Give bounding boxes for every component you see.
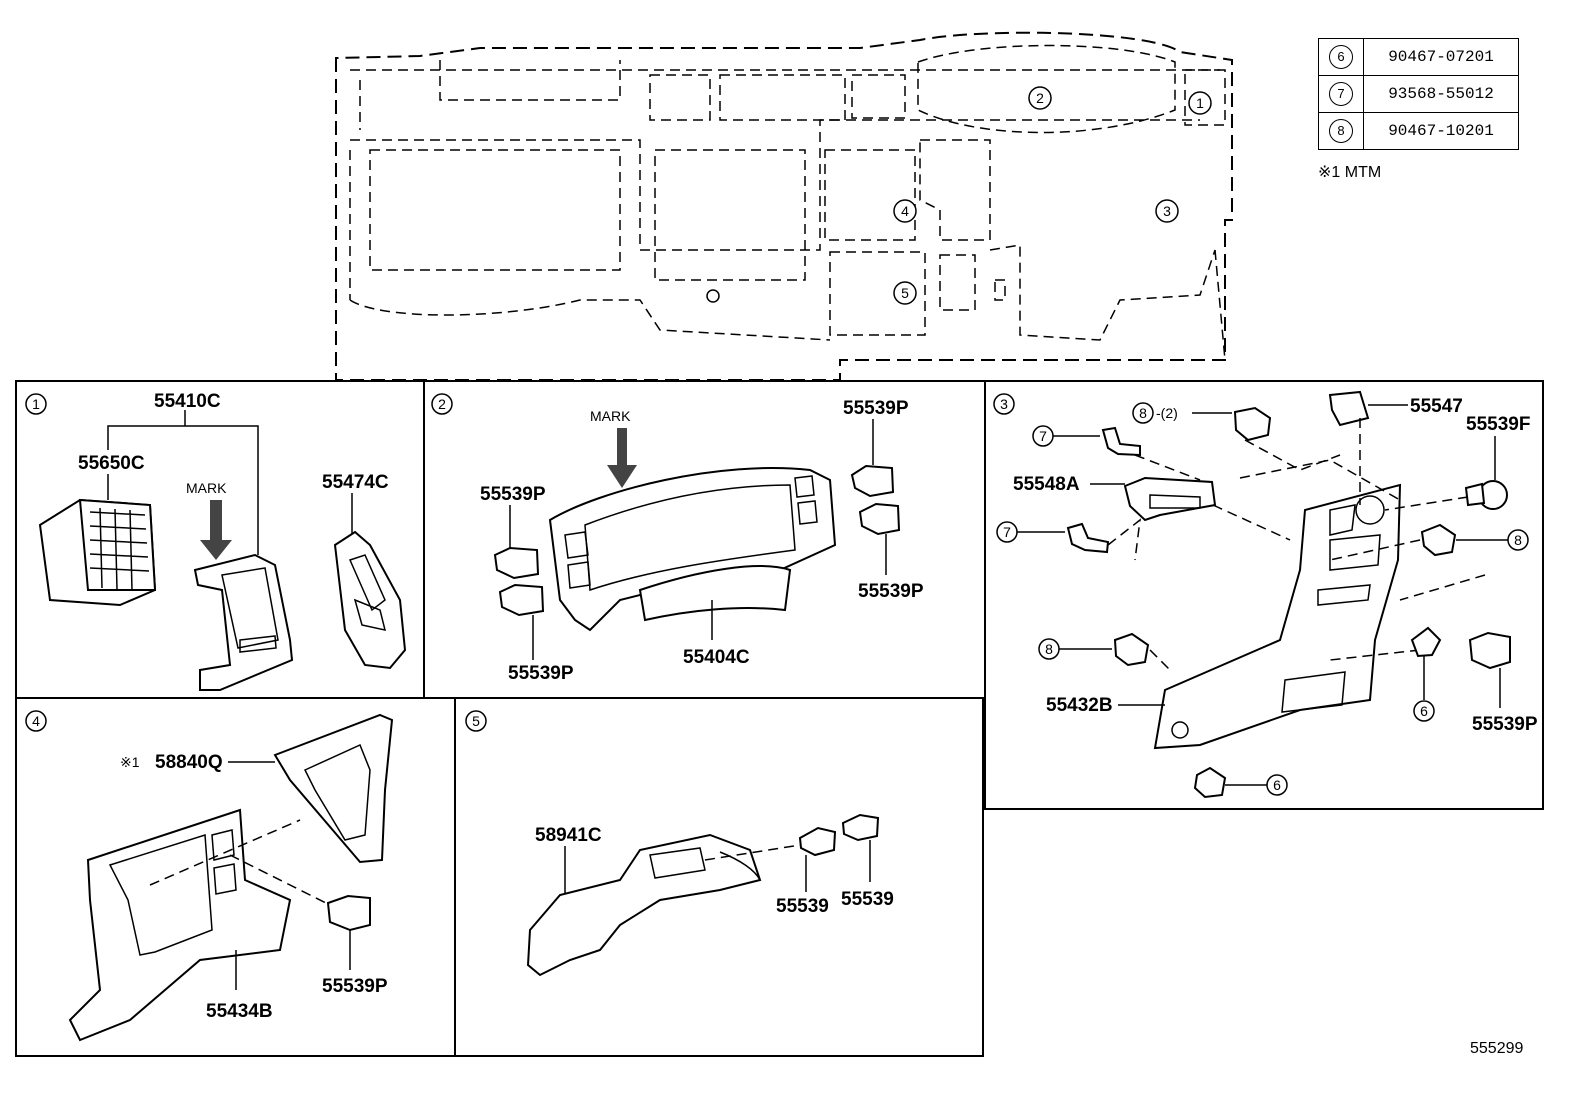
screw-part [1101,426,1141,457]
part-label-55539p-a: 55539P [843,398,909,419]
part-label-55434b: 55434B [206,1001,273,1022]
part-label-55539p: 55539P [322,976,388,997]
part-label-55539f: 55539F [1466,414,1530,435]
switch-cap-part [798,826,837,857]
mark-arrow-icon [200,500,232,560]
mtm-note: ※1 MTM [1318,164,1382,181]
callout-label: 8 [1514,532,1522,548]
ref-part-number: 93568-55012 [1363,75,1519,113]
air-vent-part [38,498,157,607]
knob-part [1464,480,1508,510]
panel-number: 2 [438,396,446,412]
center-panel-part [193,553,294,691]
panel-number: 1 [32,396,40,412]
clip-part [1233,406,1272,442]
reference-row: 8 90467-10201 [1318,112,1519,150]
quantity-label: -(2) [1156,405,1178,421]
callout-label: 3 [1163,203,1171,219]
switch-cap-part [493,546,545,617]
panel-number: 5 [472,713,480,729]
diagram-id: 555299 [1470,1040,1524,1057]
part-label-55404c: 55404C [683,647,750,668]
bracket-part [1123,476,1217,522]
callout-label: 6 [1420,703,1428,719]
steering-cover-part [526,833,762,977]
overview-callout-2: 2 [1028,86,1052,110]
part-label-55539p: 55539P [1472,714,1538,735]
callout-label: 7 [1003,524,1011,540]
callout-label: 1 [1196,95,1204,111]
callout-label: 8 [1139,405,1147,421]
part-label-55410c: 55410C [154,391,221,412]
mark-label: MARK [590,408,631,424]
part-label-58840q: 58840Q [155,752,223,773]
panel-frame-3 [984,380,1544,810]
callout-label: 8 [1045,641,1053,657]
callout-label: 5 [901,285,909,301]
panel-3: 3 8 -(2) 55547 55539F 7 55548A 7 [993,390,1538,799]
panel-number: 3 [1000,396,1008,412]
callout-label: 4 [901,203,909,219]
switch-cap-part [326,894,371,932]
part-label-55547: 55547 [1410,396,1463,417]
ref-key-badge: 6 [1329,45,1353,69]
panel-5: 5 58941C 55539 55539 [465,710,894,977]
overview-callout-3: 3 [1155,199,1179,223]
part-label-55548a: 55548A [1013,474,1080,495]
part-label-55539p-b: 55539P [858,581,924,602]
panel-number: 4 [32,713,40,729]
cluster-bezel-part [548,467,837,632]
ref-part-number: 90467-07201 [1363,38,1519,76]
panel-4: 4 ※1 58840Q 55539P 55434B [25,710,394,1042]
part-label-55474c: 55474C [322,472,389,493]
panel-frame-5 [454,697,984,1057]
clip-part [1193,766,1227,799]
switch-cap-part [850,464,901,536]
dashboard-overview [335,31,1233,381]
part-label-55650c: 55650C [78,453,145,474]
callout-label: 2 [1036,90,1044,106]
side-trim-part [333,530,407,670]
reference-table: 6 90467-07201 7 93568-55012 8 90467-1020… [1318,38,1519,150]
lower-panel-part [1153,483,1402,750]
overview-callout-1: 1 [1188,91,1212,115]
part-label-55432b: 55432B [1046,695,1113,716]
mark-arrow-icon [607,428,637,488]
part-label-55539p-d: 55539P [508,663,574,684]
reference-row: 6 90467-07201 [1318,38,1519,76]
panel-2: 2 MARK 55539P 55539P 55539P 55539P 55404… [431,393,924,684]
reference-row: 7 93568-55012 [1318,75,1519,113]
callout-label: 6 [1273,777,1281,793]
mark-label: MARK [186,480,227,496]
overview-callout-5: 5 [893,281,917,305]
panel-1: 1 55410C 55650C MARK 55474C [25,391,407,691]
switch-cap-part [841,813,880,842]
callout-label: 7 [1039,428,1047,444]
part-label-58941c: 58941C [535,825,602,846]
screw-part [1066,522,1110,554]
ref-key-badge: 7 [1329,82,1353,106]
clip-part [1113,632,1150,667]
cap-part [1328,390,1370,427]
shift-cover-part [273,713,394,864]
part-label-55539-b: 55539 [841,889,894,910]
overview-callout-4: 4 [893,199,917,223]
ref-key-badge: 8 [1329,119,1353,143]
part-label-55539p-c: 55539P [480,484,546,505]
part-label-55539-a: 55539 [776,896,829,917]
panel-frame-top [15,380,986,699]
switch-cap-part [1468,631,1511,670]
mtm-note-mark: ※1 [120,754,140,770]
console-side-part [68,808,292,1042]
clip-part [1410,626,1442,658]
ref-part-number: 90467-10201 [1363,112,1519,150]
clip-part [1420,523,1457,557]
